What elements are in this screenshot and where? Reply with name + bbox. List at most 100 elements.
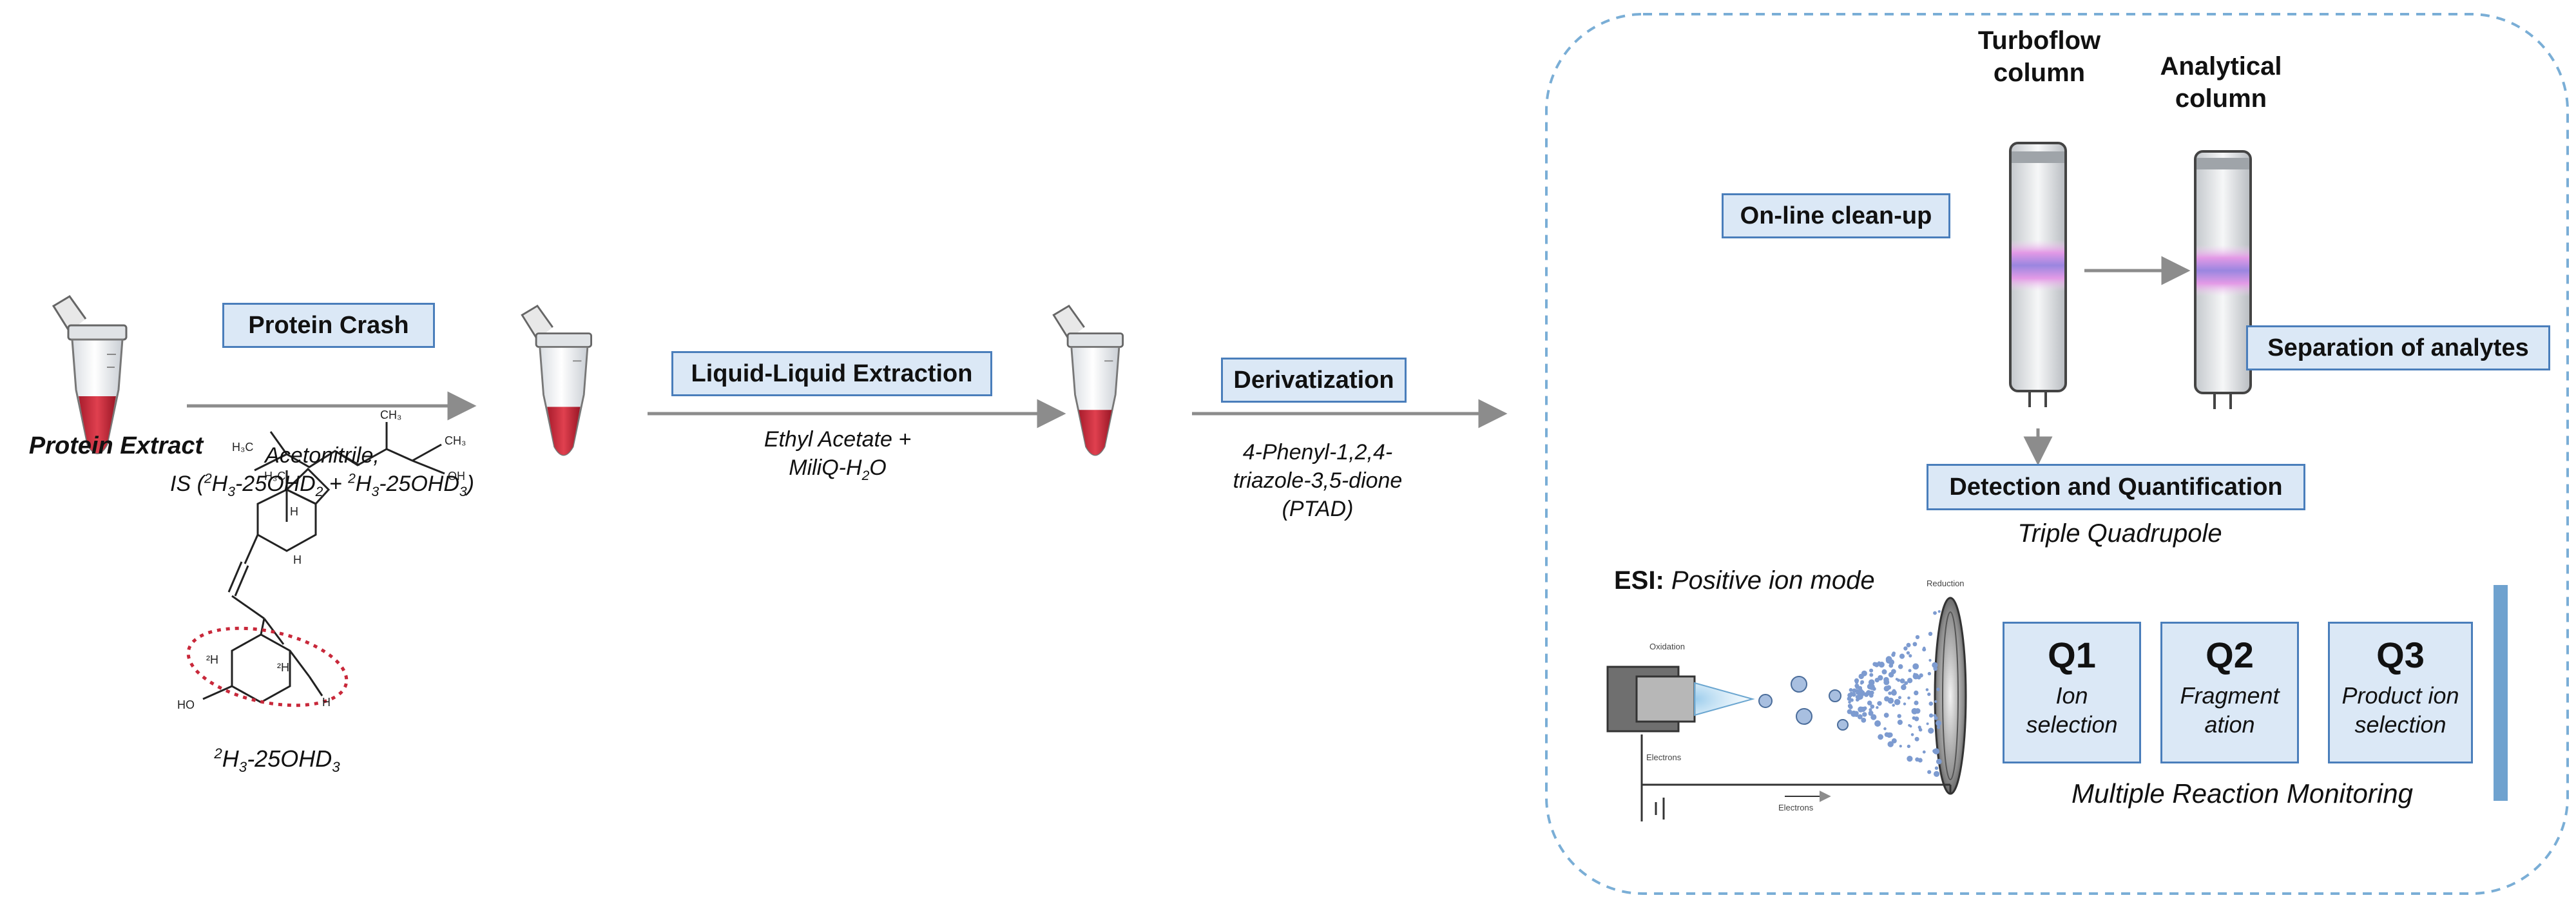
- reagent-water: MiliQ-H2O: [789, 456, 887, 483]
- spray-droplet: [1847, 696, 1852, 701]
- spray-droplet: [1881, 669, 1887, 675]
- q2-title: Q2: [2206, 635, 2254, 675]
- esi-heading: ESI: Positive ion mode: [1614, 566, 1875, 595]
- spray-droplet: [1898, 696, 1901, 700]
- spray-droplet: [1869, 673, 1874, 677]
- analytical-column-title: Analytical column: [2160, 52, 2282, 113]
- molecule-structure: [202, 422, 445, 704]
- spray-droplet: [1904, 681, 1908, 686]
- spray-droplet: [1925, 688, 1929, 691]
- spray-droplet: [1910, 733, 1914, 736]
- spray-droplet: [1861, 718, 1867, 723]
- spray-droplet: [1928, 701, 1934, 706]
- analytical-column: [2194, 150, 2252, 409]
- svg-text:²H: ²H: [277, 661, 289, 674]
- spray-droplet: [1889, 733, 1892, 736]
- spray-droplet: [1869, 684, 1875, 690]
- spray-droplet: [1937, 725, 1941, 729]
- spray-droplet: [1854, 713, 1858, 717]
- spray-droplet: [1847, 693, 1852, 698]
- svg-text:CH₃: CH₃: [380, 408, 401, 421]
- spray-droplet: [1876, 706, 1879, 709]
- spray-droplet: [1936, 687, 1940, 691]
- spray-droplet: [1926, 722, 1929, 725]
- q3-line1: Product ion: [2341, 682, 2459, 709]
- spray-droplet: [1874, 678, 1879, 683]
- spray-droplet: [1907, 696, 1910, 700]
- protein-extract-label: Protein Extract: [28, 432, 204, 459]
- q2-line1: Fragment: [2180, 682, 2280, 709]
- spray-droplet: [1889, 663, 1894, 668]
- spray-droplet: [1928, 727, 1934, 734]
- tube-icon-3: [1052, 304, 1124, 456]
- spray-droplet: [1914, 690, 1919, 696]
- q2-line2: ation: [2204, 711, 2255, 738]
- spray-droplet: [1898, 664, 1903, 669]
- esi-small-labels: Oxidation Reduction Electrons Electrons: [1646, 579, 1965, 812]
- spray-droplet: [1933, 611, 1937, 615]
- spray-droplet: [1927, 770, 1932, 774]
- reagent-ptad-line1: 4-Phenyl-1,2,4-: [1242, 440, 1393, 465]
- spray-droplet: [1857, 714, 1863, 720]
- spray-droplet: [1934, 716, 1938, 720]
- spray-droplet: [1922, 750, 1926, 754]
- spray-droplet: [1894, 698, 1901, 705]
- q3-title: Q3: [2376, 635, 2425, 675]
- spray-droplet: [1874, 720, 1881, 727]
- spray-droplet: [1870, 704, 1875, 709]
- reagent-internal-standard: IS (2H3-25OHD2 + 2H3-25OHD3): [170, 471, 474, 499]
- spray-droplet: [1884, 732, 1890, 737]
- spray-droplet: [1936, 720, 1942, 726]
- spray-droplet: [1897, 714, 1901, 718]
- spray-droplet: [1878, 734, 1884, 740]
- spray-droplet: [1908, 724, 1911, 727]
- spray-droplet: [1897, 720, 1903, 725]
- spray-droplet: [1878, 661, 1881, 664]
- spray-droplet: [1908, 654, 1912, 658]
- spray-droplet: [1928, 631, 1933, 636]
- reagent-ethyl-acetate: Ethyl Acetate +: [764, 427, 912, 452]
- separation-box: Separation of analytes: [2246, 325, 2550, 370]
- spray-droplet: [1912, 642, 1918, 647]
- mrm-label: Multiple Reaction Monitoring: [2071, 778, 2413, 809]
- deuterium-highlight: [186, 626, 349, 707]
- spray-droplet: [1870, 714, 1877, 720]
- spray-droplet: [1914, 736, 1919, 742]
- q1-box: Q1 Ion selection: [2003, 622, 2141, 763]
- spray-droplet: [1936, 758, 1942, 765]
- spray-droplet: [1858, 689, 1863, 694]
- spray-droplet: [1869, 690, 1874, 695]
- svg-text:H: H: [290, 505, 298, 518]
- spray-droplet: [1895, 678, 1898, 681]
- electrons-label-2: Electrons: [1778, 803, 1814, 812]
- spray-droplet: [1933, 748, 1939, 754]
- spray-droplet: [1899, 653, 1905, 659]
- q3-box: Q3 Product ion selection: [2328, 622, 2473, 763]
- svg-text:H₃C: H₃C: [232, 441, 253, 454]
- spray-droplet: [1849, 688, 1853, 692]
- spray-droplet: [1888, 691, 1892, 695]
- protein-crash-reagents: Acetonitrile, IS (2H3-25OHD2 + 2H3-25OHD…: [142, 441, 503, 501]
- protein-crash-label: Protein Crash: [248, 311, 409, 339]
- spray-droplet: [1932, 662, 1938, 668]
- online-cleanup-box: On-line clean-up: [1722, 193, 1950, 238]
- spray-droplet: [1887, 741, 1894, 747]
- detector-bar: [2494, 585, 2508, 801]
- spray-droplet: [1883, 727, 1887, 731]
- protein-crash-box: Protein Crash: [222, 303, 435, 348]
- spray-droplet: [1907, 744, 1911, 749]
- spray-droplet: [1907, 756, 1913, 762]
- turboflow-column-title: Turboflow column: [1977, 26, 2101, 87]
- spray-droplet: [1852, 688, 1857, 693]
- spray-droplet: [1887, 697, 1894, 704]
- spray-droplet: [1919, 673, 1923, 678]
- lle-label: Liquid-Liquid Extraction: [691, 360, 973, 387]
- spray-droplet: [1918, 725, 1921, 729]
- spray-droplet: [1907, 678, 1913, 684]
- spray-droplet: [1858, 673, 1864, 680]
- online-cleanup-label: On-line clean-up: [1740, 202, 1932, 229]
- molecule-caption: 2H3-25OHD3: [214, 745, 340, 776]
- triple-quad-label: Triple Quadrupole: [2017, 519, 2222, 548]
- spray-droplet: [1892, 704, 1895, 707]
